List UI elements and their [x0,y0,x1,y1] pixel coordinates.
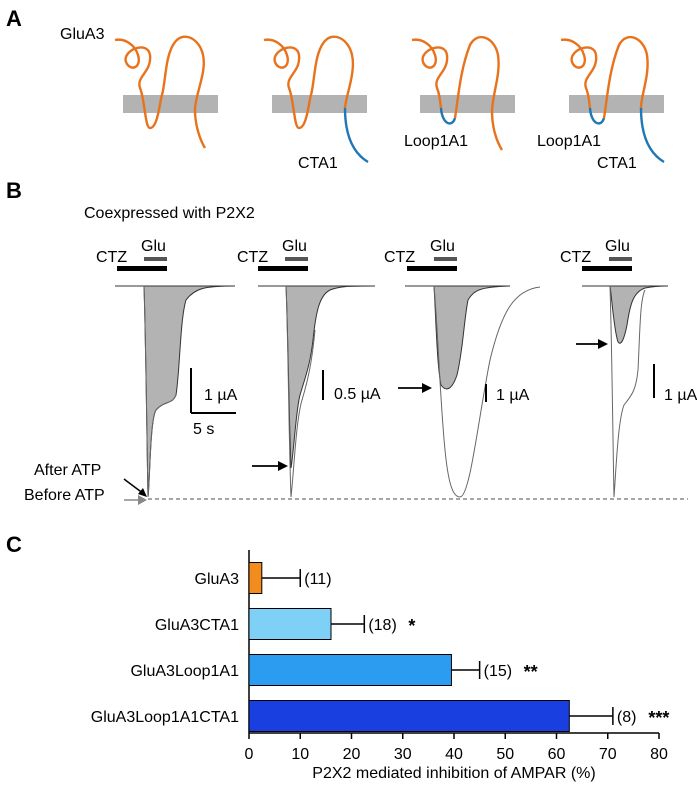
amplitude-scale-label: 1 µA [204,387,238,404]
glua3-topology-line [263,35,355,130]
x-tick-label: 20 [343,746,361,763]
x-tick-label: 10 [291,746,309,763]
amplitude-scale-label: 0.5 µA [334,386,381,403]
glu-label: Glu [282,238,307,255]
after-atp-label: After ATP [34,462,101,479]
glu-bar [285,257,308,261]
x-tick-label: 80 [650,746,668,763]
significance-label: ** [524,662,538,682]
n-label: (8) [617,709,637,726]
membrane [123,95,218,113]
ctz-label: CTZ [384,249,415,266]
amplitude-scale-label: 1 µA [496,387,530,404]
n-label: (11) [304,571,331,588]
before-atp-trace [609,285,646,498]
ctz-bar [582,266,632,271]
loop1a1-line [588,107,606,125]
after-atp-trace [582,285,669,344]
significance-label: * [408,616,415,636]
membrane [272,95,367,113]
bar-GluA3 [248,562,263,594]
before-atp-arrowhead [138,495,147,505]
ctz-bar [407,266,457,271]
glu-label: Glu [141,238,166,255]
ctz-label: CTZ [237,249,268,266]
label-loop1a1: Loop1A1 [404,133,468,150]
x-tick-label: 40 [445,746,463,763]
before-atp-label: Before ATP [24,487,105,504]
trace-group-1: CTZ Glu 1 µA 5 s After ATP Before ATP [24,238,238,505]
glu-label: Glu [605,238,630,255]
loop1a1-line [439,107,457,125]
ctz-bar [117,266,167,271]
trace-group-4: CTZ Glu 1 µA [560,238,697,498]
panel-b-subtitle: Coexpressed with P2X2 [84,205,255,222]
x-tick-label: 50 [496,746,514,763]
arrowhead [278,461,288,471]
category-label: GluA3CTA1 [155,617,239,634]
x-tick-label: 30 [394,746,412,763]
bar-GluA3CTA1 [248,608,332,640]
time-scale-label: 5 s [193,421,214,438]
trace-group-2: CTZ Glu 0.5 µA [237,238,381,498]
construct-glua3: GluA3 [60,26,218,149]
label-cta1: CTA1 [298,155,338,172]
n-label: (18) [368,617,396,634]
trace-group-3: CTZ Glu 1 µA [384,238,541,498]
ctz-label: CTZ [560,249,591,266]
category-label: GluA3 [195,571,240,588]
cta1-tail-line [343,107,369,164]
panel-letter-a: A [6,6,22,31]
glua3-topology-line [602,35,649,119]
membrane [569,95,664,113]
cta1-tail-line [639,107,665,164]
arrowhead [422,383,432,393]
glua3-topology-line [560,38,598,109]
ctz-label: CTZ [96,249,127,266]
label-cta1: CTA1 [597,155,637,172]
x-tick-label: 0 [245,746,254,763]
glua3-topology-line [114,35,207,149]
category-label: GluA3Loop1A1CTA1 [91,709,239,726]
glu-bar [144,257,167,261]
construct-cta1: CTA1 [263,35,369,172]
glua3-topology-line [411,38,449,109]
arrowhead [598,339,608,349]
glu-label: Glu [430,238,455,255]
x-tick-label: 70 [599,746,617,763]
after-atp-trace [258,285,376,469]
significance-label: *** [648,708,669,728]
after-atp-trace [405,285,511,390]
amplitude-scale-label: 1 µA [664,387,697,404]
n-label: (15) [484,663,512,680]
bar-GluA3Loop1A1 [248,654,452,686]
after-atp-arrowhead [138,488,147,497]
x-tick-label: 60 [548,746,566,763]
glu-bar [434,257,457,261]
bar-GluA3Loop1A1CTA1 [248,700,570,732]
category-label: GluA3Loop1A1 [130,663,239,680]
construct-loop1a1-cta1: Loop1A1 CTA1 [537,35,665,172]
membrane [420,95,515,113]
panel-letter-c: C [6,532,22,557]
before-atp-trace [285,285,316,498]
ctz-bar [258,266,308,271]
x-axis-label: P2X2 mediated inhibition of AMPAR (%) [312,765,595,782]
before-atp-trace [143,285,177,498]
label-loop1a1: Loop1A1 [537,133,601,150]
construct-loop1a1: Loop1A1 [404,35,515,151]
glua3-topology-line [453,35,504,151]
before-atp-trace [433,285,541,498]
label-glua3: GluA3 [60,26,105,43]
panel-letter-b: B [6,178,22,203]
glu-bar [609,257,632,261]
